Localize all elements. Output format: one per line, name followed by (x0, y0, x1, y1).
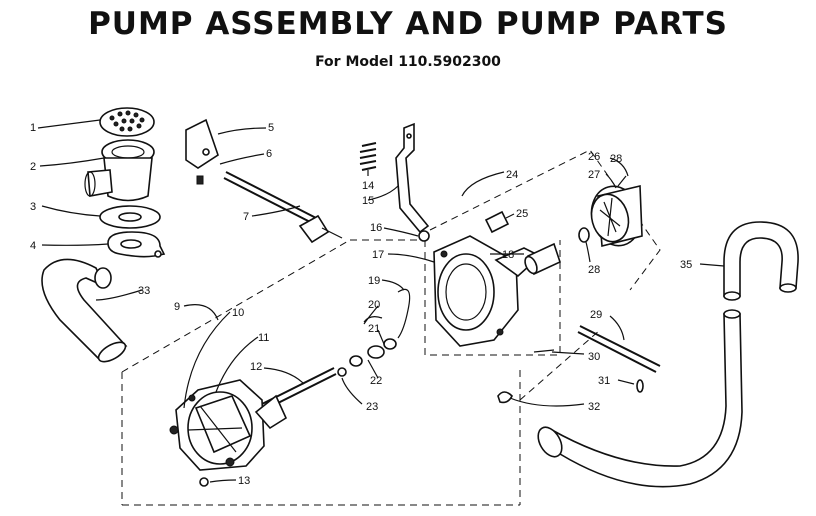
part-sleeve (524, 242, 561, 276)
callout-25: 25 (516, 208, 528, 220)
callout-4: 4 (30, 240, 36, 252)
callout-6: 6 (266, 148, 272, 160)
leader-lines (37, 119, 725, 483)
part-pump-body (169, 379, 288, 471)
callout-7: 7 (243, 211, 249, 223)
callout-31: 31 (598, 375, 610, 387)
callout-27: 27 (588, 169, 600, 181)
part-gasket (107, 231, 166, 258)
callout-13: 13 (238, 475, 250, 487)
callout-11: 11 (258, 332, 269, 344)
callout-9: 9 (174, 301, 180, 313)
part-impeller-wheel (590, 175, 643, 248)
callout-26: 26 (588, 151, 600, 163)
callout-17: 17 (372, 249, 384, 261)
callout-14: 14 (362, 180, 374, 192)
part-screw (199, 477, 209, 487)
callout-29: 29 (590, 309, 602, 321)
callout-28-upper: 28 (610, 153, 622, 165)
part-inlet-housing (84, 139, 155, 202)
callout-30: 30 (588, 351, 600, 363)
callout-20: 20 (368, 299, 380, 311)
part-strainer (99, 107, 155, 137)
callout-10: 10 (232, 307, 244, 319)
part-fitting (418, 230, 430, 242)
callout-21: 21 (368, 323, 380, 335)
page-subtitle: For Model 110.5902300 (315, 54, 501, 70)
part-bracket (185, 118, 219, 185)
part-spring (359, 142, 377, 171)
part-clamp (497, 391, 513, 404)
callout-35: 35 (680, 259, 692, 271)
callout-12: 12 (250, 361, 262, 373)
part-shaft-rod (223, 171, 343, 244)
part-drain-hose (537, 221, 799, 488)
callout-5: 5 (268, 122, 274, 134)
callout-23: 23 (366, 401, 378, 413)
callout-18: 18 (502, 249, 514, 261)
part-shaft-fittings (337, 338, 397, 377)
callout-16: 16 (370, 222, 382, 234)
callout-1: 1 (30, 122, 36, 134)
assembly-outline (121, 149, 661, 506)
callout-labels: 1 2 3 4 5 6 7 9 10 11 12 13 14 15 16 17 … (30, 122, 692, 487)
part-small-washer (578, 227, 590, 243)
part-washer (99, 205, 161, 229)
part-lever-arm (395, 122, 430, 234)
part-rod-29 (533, 325, 661, 393)
page-title: PUMP ASSEMBLY AND PUMP PARTS (88, 6, 728, 42)
callout-19: 19 (368, 275, 380, 287)
callout-2: 2 (30, 161, 36, 173)
callout-3: 3 (30, 201, 36, 213)
callout-28-lower: 28 (588, 264, 600, 276)
callout-32: 32 (588, 401, 600, 413)
callout-15: 15 (362, 195, 374, 207)
part-clip (484, 210, 510, 234)
callout-22: 22 (370, 375, 382, 387)
part-hose-33 (41, 258, 128, 363)
callout-33: 33 (138, 285, 150, 297)
part-retaining-wires (363, 288, 411, 339)
callout-24: 24 (506, 169, 518, 181)
part-pump-housing (433, 235, 542, 347)
